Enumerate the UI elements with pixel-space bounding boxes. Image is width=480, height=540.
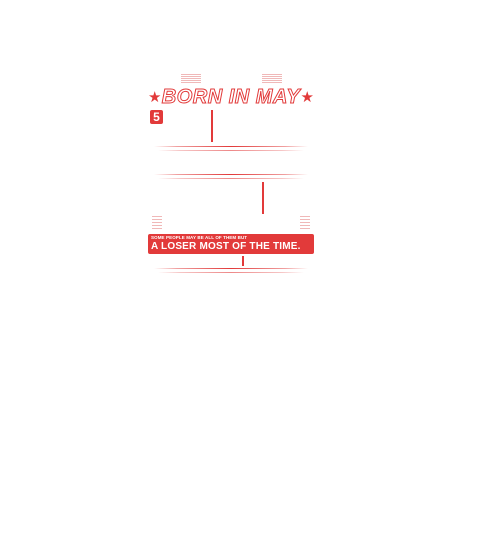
vertical-line-bottom [242, 256, 244, 266]
design-title: BORN IN MAY [161, 86, 301, 109]
horizontal-line-3b [158, 272, 304, 273]
star-icon: ★ [300, 87, 314, 106]
vertical-line-top [211, 110, 213, 142]
digit-badge: 5 [150, 110, 163, 124]
side-mark-left [152, 216, 162, 230]
star-icon: ★ [148, 87, 162, 106]
horizontal-line-1b [158, 150, 304, 151]
horizontal-line-2b [158, 178, 304, 179]
quote-banner: Some people may be all of them but A LOS… [148, 234, 314, 254]
title-row: ★ BORN IN MAY ★ [148, 86, 314, 109]
vertical-line-middle [262, 182, 264, 214]
side-mark-right [300, 216, 310, 230]
banner-line-small: Some people may be all of them but [151, 235, 248, 240]
horizontal-line-2 [154, 174, 308, 175]
shirt-design: ★ BORN IN MAY ★ 5 Some people may be all… [148, 70, 314, 280]
banner-line-big: A LOSER MOST OF THE TIME. [151, 241, 301, 252]
ruled-mark-right [262, 74, 282, 83]
ruled-mark-left [181, 74, 201, 83]
horizontal-line-3 [154, 268, 308, 269]
horizontal-line-1 [154, 146, 308, 147]
